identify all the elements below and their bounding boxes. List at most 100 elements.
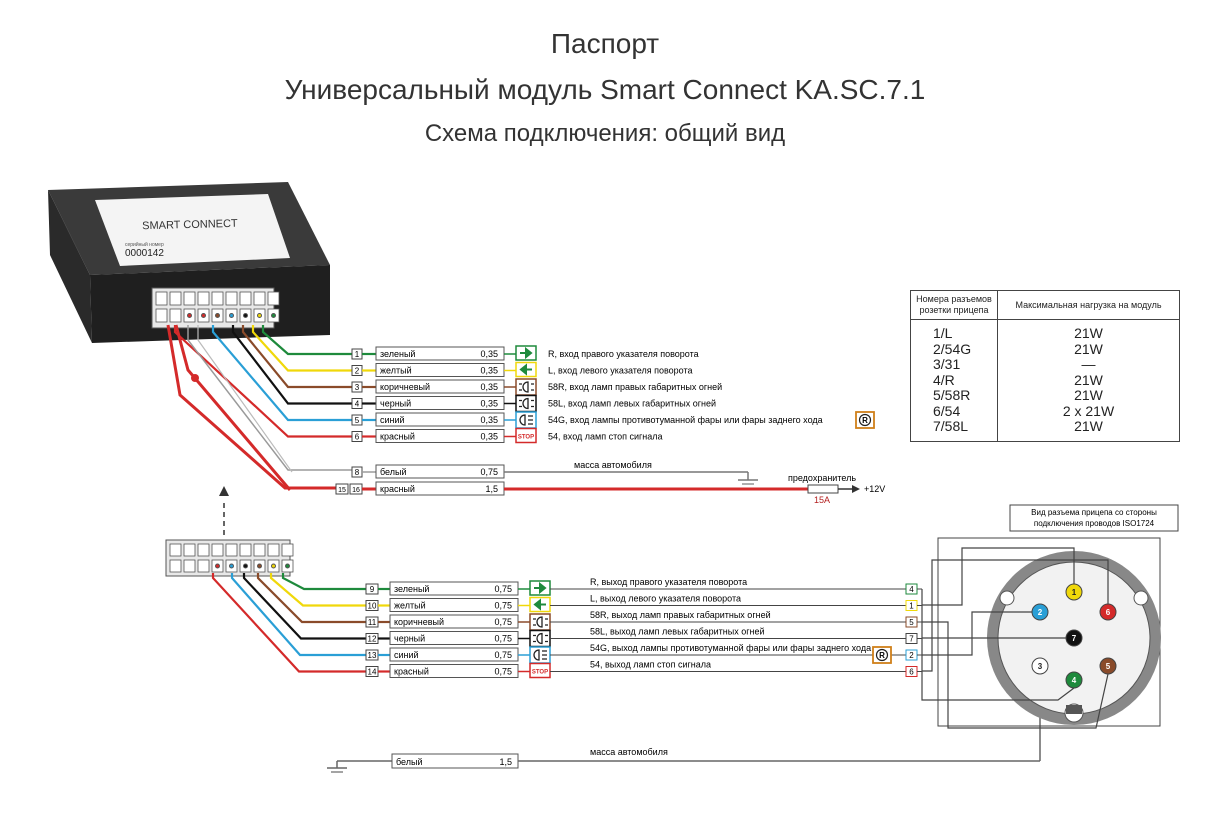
arrow-up-icon [219, 486, 229, 496]
connector-pin [169, 559, 182, 573]
wire-route [241, 325, 352, 389]
socket-pin-label: 4 [1072, 676, 1077, 685]
module-body: SMART CONNECT серийный номер 0000142 [48, 182, 330, 343]
socket-pin-number: 4 [909, 585, 914, 594]
product-name: Универсальный модуль Smart Connect KA.SC… [284, 74, 926, 105]
wire-color-name: коричневый [394, 617, 444, 627]
wire-color-name: коричневый [380, 382, 430, 392]
stop-label: STOP [532, 670, 548, 676]
wire-pin-number: 8 [355, 468, 360, 477]
connector-pin [183, 291, 196, 306]
socket-pin-number: 2 [909, 651, 914, 660]
pin-mark [285, 563, 290, 569]
wire-gauge: 0,75 [494, 617, 512, 627]
wire-gauge: 0,35 [480, 349, 498, 359]
module-serial-label: серийный номер [125, 241, 164, 248]
connector-pin [253, 543, 266, 557]
trailer-socket: Вид разъема прицепа со стороны подключен… [937, 504, 1179, 727]
connector-pin [183, 543, 196, 557]
wire-description: 58L, вход ламп левых габаритных огней [548, 399, 716, 409]
pin-mark [201, 313, 206, 318]
stop-label: STOP [518, 435, 534, 441]
wire-junction [191, 374, 199, 382]
wire-pin-number: 1 [355, 350, 360, 359]
wire-description: 58L, выход ламп левых габаритных огней [590, 627, 764, 637]
socket-pin-number: 6 [909, 668, 914, 677]
wire-description: 54G, вход лампы противотуманной фары или… [548, 415, 823, 425]
socket-pin-label: 7 [1072, 634, 1077, 643]
ground-output-color: белый [396, 757, 423, 767]
connector-pin [169, 291, 182, 306]
wire-route [173, 325, 352, 438]
wire-color-name: черный [394, 634, 425, 644]
connector-pin [225, 291, 238, 306]
pin-mark [229, 313, 234, 318]
wire-description: 54, выход ламп стоп сигнала [590, 660, 711, 670]
connector-pin [281, 543, 294, 557]
pin-mark [243, 313, 248, 318]
wire-gauge: 0,75 [494, 634, 512, 644]
reverse-label: R [862, 416, 868, 425]
side-light-icon [515, 378, 537, 396]
wire-description: L, выход левого указателя поворота [590, 594, 741, 604]
wire-description: 58R, вход ламп правых габаритных огней [548, 382, 722, 392]
wire-route [231, 325, 352, 405]
wire-gauge: 0,35 [480, 399, 498, 409]
wire-route [187, 325, 352, 471]
wire-gauge: 0,75 [494, 601, 512, 611]
wire-route [256, 573, 366, 624]
turn-left-icon [529, 596, 551, 613]
wire-description: 54, вход ламп стоп сигнала [548, 432, 663, 442]
wire-color-name: желтый [380, 366, 412, 376]
wire-description: R, вход правого указателя поворота [548, 349, 699, 359]
spec-col-load-header: Максимальная нагрузка на модуль [997, 290, 1180, 320]
socket-pin-label: 5 [1106, 662, 1111, 671]
module-serial-number: 0000142 [125, 248, 164, 259]
wire-color-name: красный [394, 667, 429, 677]
socket-pin-label: 3 [1038, 662, 1043, 671]
ground-output-gauge: 1,5 [499, 757, 512, 767]
stop-light-icon: STOP [515, 427, 537, 444]
connector-pin [225, 543, 238, 557]
wire-route [230, 573, 366, 657]
turn-left-icon [515, 361, 537, 378]
fog-light-icon [515, 411, 537, 429]
connector-pin [211, 543, 224, 557]
wire-description: 58R, выход ламп правых габаритных огней [590, 610, 771, 620]
wire-description: масса автомобиля [574, 460, 652, 470]
supply-label: +12V [864, 484, 885, 494]
wire-pin-number: 14 [368, 668, 377, 677]
wire-description: R, выход правого указателя поворота [590, 577, 747, 587]
wire-description: L, вход левого указателя поворота [548, 366, 693, 376]
pin-mark [243, 563, 248, 569]
connector-pin [239, 291, 252, 306]
wire-color-name: синий [394, 650, 419, 660]
wire-color-name: красный [380, 484, 415, 494]
fog-light-icon [529, 646, 551, 664]
wire-pin-number: 16 [352, 487, 360, 494]
side-light-icon [529, 629, 551, 648]
output-wire-row: 11 коричневый 0,75 58R, выход ламп правых г… [365, 610, 922, 631]
module-brand-label: SMART CONNECT [142, 218, 238, 233]
socket-pin-number: 1 [909, 602, 914, 611]
wire-pin-number: 11 [368, 618, 377, 627]
side-light-icon [515, 394, 537, 413]
spec-row: 3/31— [910, 356, 1180, 373]
socket-pin-number: 5 [909, 618, 914, 627]
pin-mark [271, 313, 276, 318]
spec-col-socket-header: Номера разъемов розетки прицепа [910, 290, 998, 320]
wire-route [197, 325, 293, 473]
pin-mark [271, 563, 276, 569]
wire-pin-number: 5 [355, 416, 360, 425]
wire-color-name: белый [380, 467, 407, 477]
